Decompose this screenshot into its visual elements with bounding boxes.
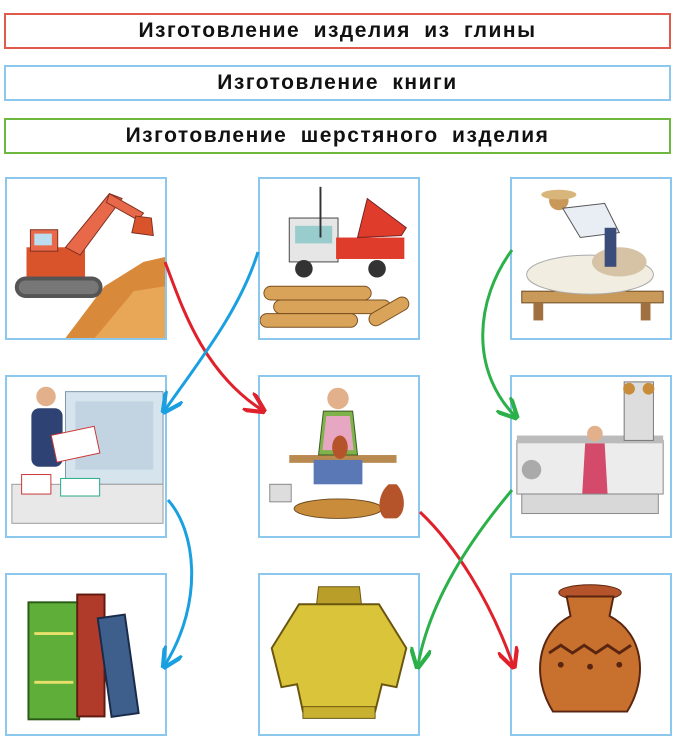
crane-truck-logs-icon <box>260 179 418 338</box>
tile-sweater <box>258 573 420 736</box>
sweater-icon <box>260 575 418 734</box>
title-book: Изготовление книги <box>4 65 671 101</box>
clay-vase-icon <box>512 575 670 734</box>
arrow-book-1 <box>165 251 260 410</box>
potter-wheel-icon <box>260 377 418 536</box>
tile-sheep-shearing <box>510 177 672 340</box>
weaving-machine-icon <box>512 377 670 536</box>
tile-loom <box>510 375 672 538</box>
tile-printing <box>5 375 167 538</box>
tile-excavator <box>5 177 167 340</box>
printing-press-worker-icon <box>7 377 165 536</box>
arrow-clay-1 <box>163 261 262 410</box>
arrow-wool-2 <box>418 489 514 665</box>
books-icon <box>7 575 165 734</box>
title-clay-product: Изготовление изделия из глины <box>4 13 671 49</box>
arrow-clay-2 <box>418 510 513 665</box>
tile-vase <box>510 573 672 736</box>
tile-potter <box>258 375 420 538</box>
tile-books <box>5 573 167 736</box>
excavator-icon <box>7 179 165 338</box>
sheep-shearing-icon <box>512 179 670 338</box>
title-wool-product: Изготовление шерстяного изделия <box>4 118 671 154</box>
tile-crane-logs <box>258 177 420 340</box>
arrow-book-2 <box>165 498 194 665</box>
